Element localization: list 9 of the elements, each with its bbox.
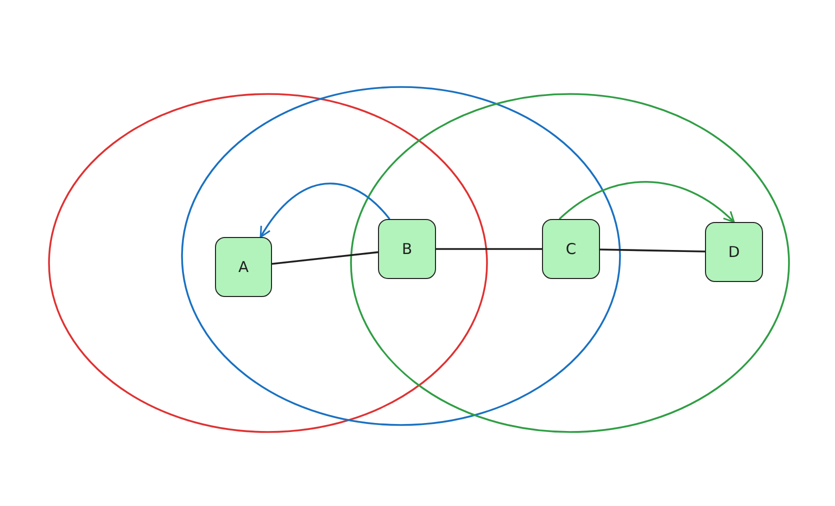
process-box: D [705, 222, 763, 282]
connector-line [600, 248, 706, 252]
connector-line [272, 251, 378, 265]
process-box: C [542, 219, 600, 279]
process-box: A [215, 237, 272, 297]
arrow [260, 182, 390, 238]
connector-line [436, 248, 542, 250]
process-box: B [378, 219, 436, 279]
arrow [558, 181, 735, 223]
